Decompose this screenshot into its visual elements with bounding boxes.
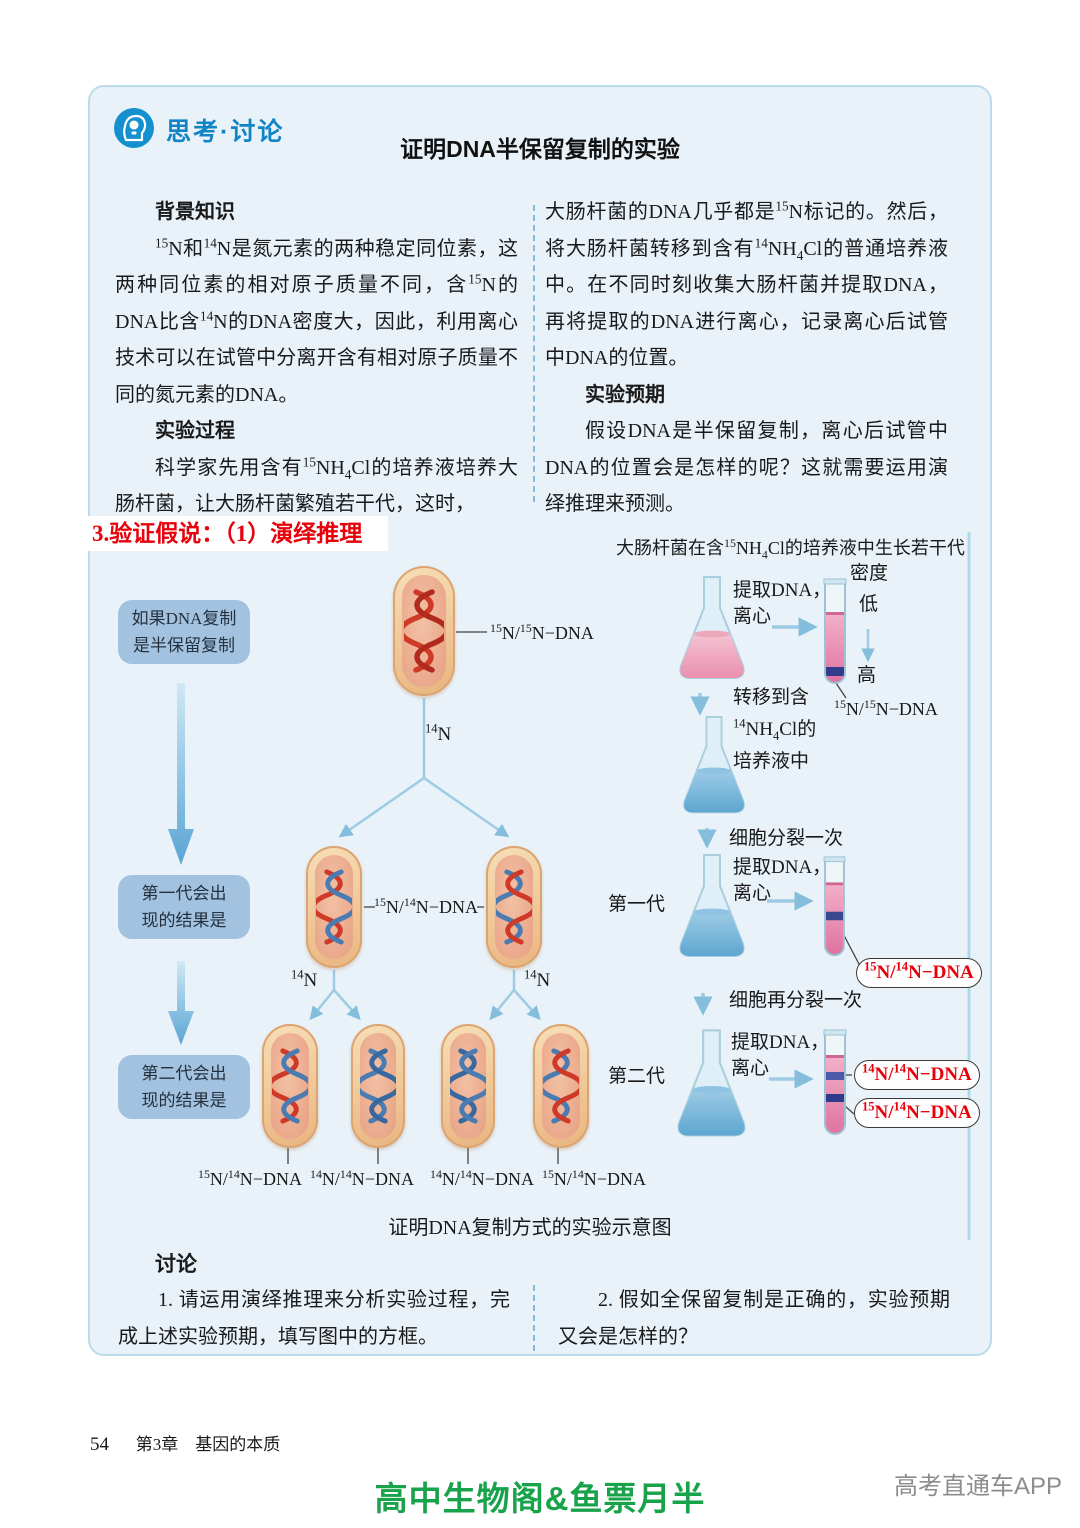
hypothesis-line2: 是半保留复制	[133, 636, 235, 655]
gen1-result-box: 第一代会出 现的结果是	[118, 875, 250, 939]
transfer-line2: 14NH4Cl的	[733, 716, 817, 743]
extract-centrifuge-label: 提取DNA， 离心	[733, 855, 831, 907]
bacterium-gen1-right	[486, 846, 542, 968]
gen1-band-annotation: 15N/14N−DNA	[856, 958, 982, 988]
extract-line2: 离心	[733, 883, 772, 904]
gen2-dna-label-3: 14N/14N−DNA	[430, 1167, 534, 1189]
prediction-paragraph: 假设DNA是半保留复制，离心后试管中DNA的位置会是怎样的呢？这就需要运用演绎推…	[545, 420, 948, 515]
watermark-gray: 高考直通车APP	[893, 1473, 1062, 1500]
flask-blue-gen2	[677, 1029, 746, 1137]
lightbulb-head-icon	[112, 106, 156, 150]
transfer-label: 转移到含 14NH4Cl的 培养液中	[733, 682, 816, 778]
n14-medium-label: 14N	[291, 967, 318, 991]
density-low-label: 低	[859, 594, 879, 615]
bacterium-gen0	[393, 566, 455, 696]
extract-line1: 提取DNA，	[733, 580, 832, 601]
gen1-dna-label: 15N/14N−DNA	[374, 895, 478, 917]
density-label: 密度	[850, 563, 889, 584]
bacterium-cytoplasm	[450, 1033, 486, 1139]
extract-line2: 离心	[731, 1058, 770, 1079]
discussion-question-2: 2. 假如全保留复制是正确的，实验预期又会是怎样的？	[558, 1289, 950, 1348]
tube1-dna-label: 15N/15N−DNA	[834, 697, 938, 719]
dna-helix-icon	[496, 869, 532, 945]
hypothesis-line1: 如果DNA复制	[131, 609, 237, 628]
extract-line2: 离心	[733, 606, 772, 627]
test-tube-gen2	[823, 1029, 847, 1135]
extract-centrifuge-label: 提取DNA， 离心	[731, 1030, 829, 1082]
heading-experiment-process: 实验过程	[155, 420, 235, 442]
gen2-result-line1: 第二代会出	[141, 1064, 227, 1083]
dna-helix-icon	[543, 1048, 579, 1124]
n14-medium-label: 14N	[524, 967, 551, 991]
test-tube-gen0	[823, 578, 847, 684]
handwritten-annotation: 3.验证假说：（1）演绎推理	[88, 516, 388, 551]
divide-again-label: 细胞再分裂一次	[729, 990, 863, 1011]
n14-medium-label: 14N	[425, 721, 452, 745]
experiment-title: 证明DNA半保留复制的实验	[400, 136, 680, 162]
heading-background-knowledge: 背景知识	[155, 201, 235, 223]
discussion-divider	[533, 1285, 535, 1351]
gen2-dna-label-1: 15N/14N−DNA	[198, 1167, 302, 1189]
bacterium-cytoplasm	[542, 1033, 580, 1139]
discussion-heading: 讨论	[155, 1253, 197, 1276]
section-label: 思考·讨论	[166, 118, 285, 146]
gen2-band-annotation-lower: 15N/14N−DNA	[854, 1098, 980, 1128]
extract-line1: 提取DNA，	[731, 1032, 830, 1053]
transfer-line1: 转移到含	[733, 687, 810, 708]
gen2-result-line2: 现的结果是	[141, 1091, 227, 1110]
process-paragraph: 科学家先用含有15NH4Cl的培养液培养大肠杆菌，让大肠杆菌繁殖若干代，这时，	[115, 453, 518, 515]
think-discuss-panel	[88, 85, 992, 1356]
down-arrow-icon	[168, 961, 194, 1045]
page-number: 54	[90, 1434, 109, 1455]
gen2-dna-label-4: 15N/14N−DNA	[542, 1167, 646, 1189]
dna-helix-icon	[316, 869, 352, 945]
bacterium-cytoplasm	[495, 855, 533, 959]
background-paragraph: 15N和14N是氮元素的两种稳定同位素，这两种同位素的相对原子质量不同，含15N…	[115, 234, 518, 406]
bacterium-cytoplasm	[360, 1033, 396, 1139]
gen2-result-box: 第二代会出 现的结果是	[118, 1055, 250, 1119]
bacterium-gen2-3	[441, 1024, 495, 1148]
divide-once-label: 细胞分裂一次	[729, 828, 844, 849]
gen1-name-label: 第一代	[608, 894, 666, 915]
flask-blue-gen1	[679, 854, 745, 957]
transfer-line3: 培养液中	[733, 751, 810, 772]
bacterium-gen2-4	[533, 1024, 589, 1148]
figure-caption: 证明DNA复制方式的实验示意图	[388, 1217, 672, 1239]
gen0-dna-label: 15N/15N−DNA	[490, 621, 594, 643]
bacterium-gen1-left	[306, 846, 362, 968]
heading-experiment-prediction: 实验预期	[585, 383, 665, 406]
dna-helix-icon	[450, 1048, 486, 1124]
bacterium-cytoplasm	[315, 855, 353, 959]
page-footer: 54 第3章 基因的本质	[90, 1430, 280, 1456]
extract-centrifuge-label: 提取DNA， 离心	[733, 578, 831, 630]
gen2-name-label: 第二代	[608, 1066, 666, 1087]
bacterium-cytoplasm	[271, 1033, 309, 1139]
left-text-column: 背景知识 15N和14N是氮元素的两种稳定同位素，这两种同位素的相对原子质量不同…	[115, 194, 518, 523]
flask-pink	[679, 576, 745, 679]
gen2-band-annotation-upper: 14N/14N−DNA	[854, 1060, 980, 1090]
bacterium-gen2-1	[262, 1024, 318, 1148]
test-tube-gen1	[823, 856, 846, 957]
process-paragraph-continued: 大肠杆菌的DNA几乎都是15N标记的。然后，将大肠杆菌转移到含有14NH4Cl的…	[545, 198, 948, 369]
extract-line1: 提取DNA，	[733, 857, 832, 878]
watermark-green: 高中生物阁&鱼票月半	[374, 1480, 706, 1517]
dna-helix-icon	[404, 589, 444, 673]
column-divider	[533, 205, 535, 502]
dna-helix-icon	[272, 1048, 308, 1124]
discussion-question-1: 1. 请运用演绎推理来分析实验过程，完成上述实验预期，填写图中的方框。	[118, 1289, 510, 1348]
right-text-column: 大肠杆菌的DNA几乎都是15N标记的。然后，将大肠杆菌转移到含有14NH4Cl的…	[545, 194, 948, 523]
experiment-diagram: 如果DNA复制 是半保留复制 第一代会出 现的结果是 第二代会出 现的结果是	[88, 530, 992, 1244]
flask-blue-transfer	[683, 716, 745, 814]
gen1-result-line2: 现的结果是	[141, 911, 227, 930]
hypothesis-box: 如果DNA复制 是半保留复制	[118, 600, 250, 664]
chapter-title: 第3章 基因的本质	[135, 1435, 281, 1454]
gen2-dna-label-2: 14N/14N−DNA	[310, 1167, 414, 1189]
down-arrow-icon	[168, 683, 194, 865]
gen1-result-line1: 第一代会出	[141, 884, 227, 903]
density-high-label: 高	[857, 665, 877, 686]
flask-flow-title: 大肠杆菌在含15NH4Cl的培养液中生长若干代	[616, 536, 965, 562]
dna-helix-icon	[360, 1048, 396, 1124]
bacterium-gen2-2	[351, 1024, 405, 1148]
